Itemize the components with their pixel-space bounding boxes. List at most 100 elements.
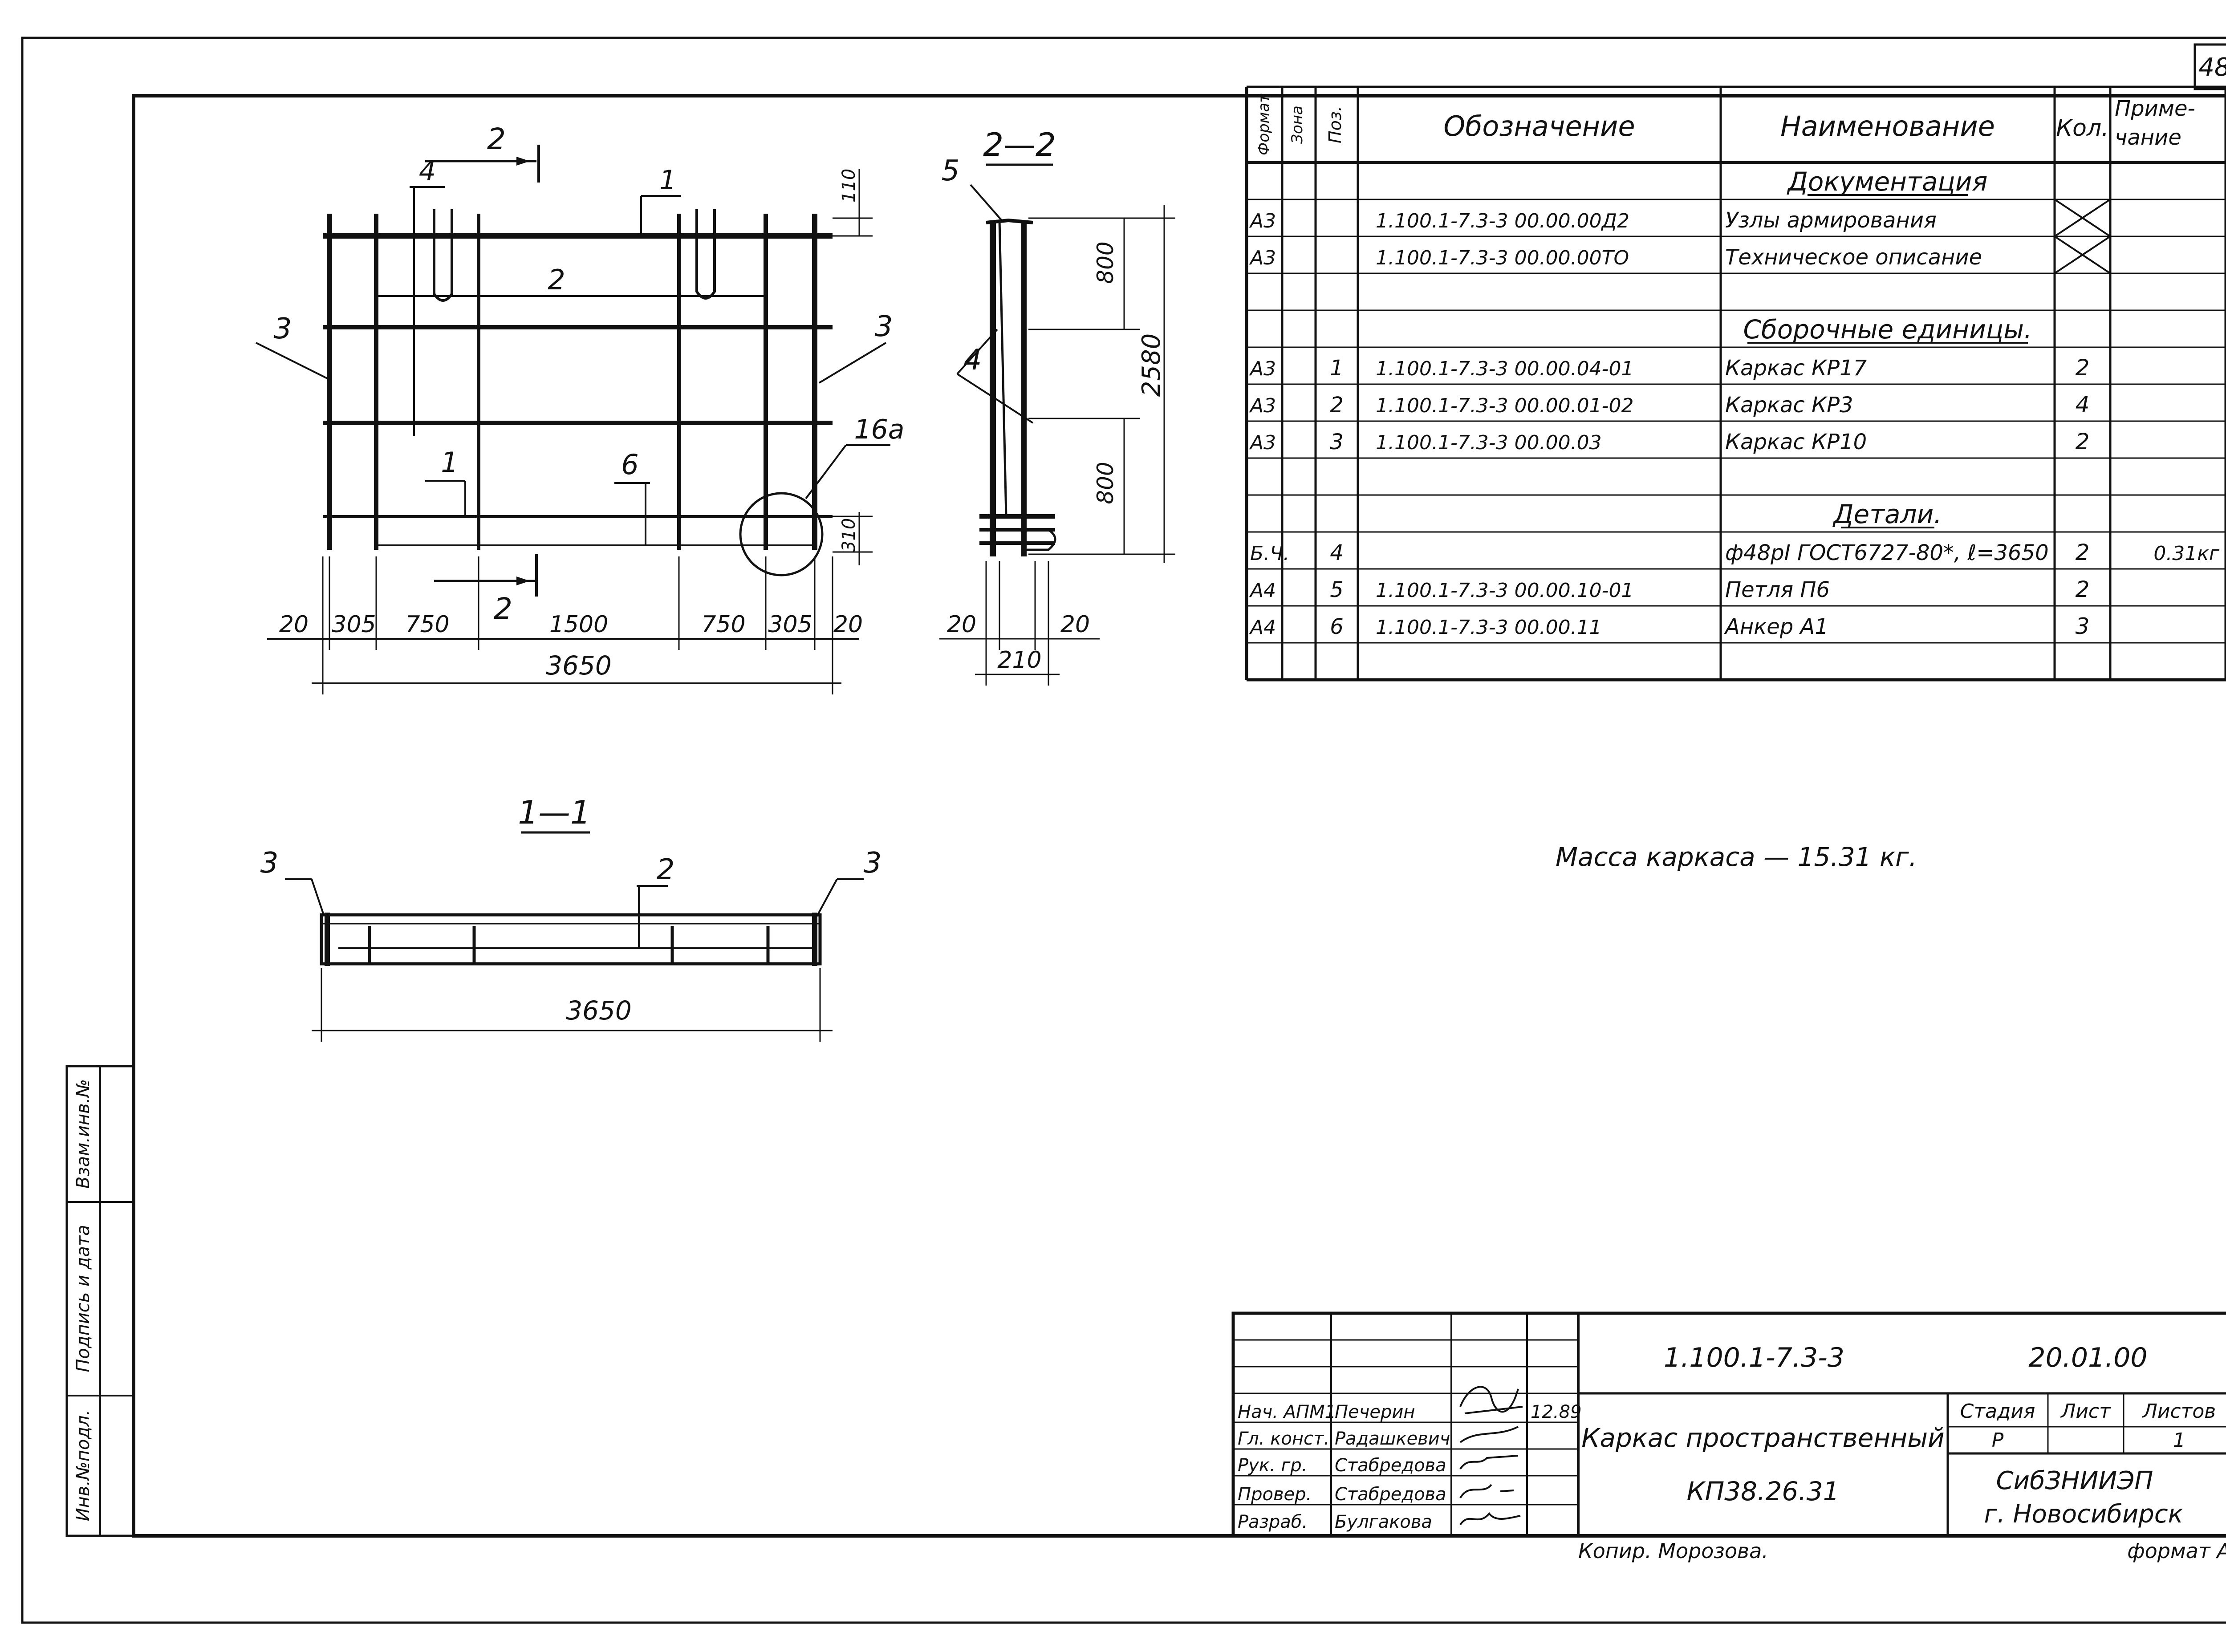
tb-title: Каркас пространственный (1581, 1423, 1944, 1453)
spec-cell-pos: 5 (1330, 577, 1344, 602)
spec-cell-designation: 1.100.1-7.3-3 00.00.11 (1376, 616, 1602, 639)
spec-cell-designation: 1.100.1-7.3-3 00.00.00Д2 (1376, 210, 1629, 232)
section-11-pos3-right: 3 (864, 847, 882, 880)
tb-sheet-label: Лист (2060, 1400, 2111, 1423)
section-22-dim-right: 20 (1060, 611, 1090, 638)
sheet-number-box: 48 (2194, 43, 2226, 90)
spec-cell-name: Каркас КР3 (1725, 393, 1853, 418)
tb-doc-code: 1.100.1-7.3-3 (1664, 1342, 1844, 1373)
plan-label-pos2: 2 (548, 264, 565, 296)
tb-role-1: Нач. АПМ1 (1238, 1402, 1336, 1422)
spec-cell-name: Каркас КР10 (1725, 430, 1867, 455)
spec-cell-pos: 6 (1330, 614, 1344, 639)
section-22-title: 2—2 (983, 126, 1056, 163)
spec-header-designation: Обозначение (1443, 110, 1635, 142)
plan-dim-right-bottom: 310 (839, 518, 859, 552)
spec-cell-format: А3 (1249, 210, 1276, 232)
tb-sheets-label: Листов (2142, 1400, 2216, 1423)
section-22-dim-height: 2580 (1137, 333, 1166, 397)
spec-header-name: Наименование (1780, 110, 1995, 142)
tb-name-1: Печерин (1335, 1402, 1415, 1422)
plan-dim-4: 1500 (549, 611, 608, 638)
section-mark-bottom: 2 (494, 592, 512, 626)
plan-label-pos4: 4 (419, 156, 436, 187)
tb-stage-label: Стадия (1960, 1400, 2035, 1423)
tb-role-5: Разраб. (1238, 1512, 1308, 1532)
section-22-dim-lower: 800 (1093, 462, 1118, 504)
tb-name-2: Радашкевич (1335, 1429, 1450, 1449)
tb-stage: Р (1992, 1429, 2004, 1452)
plan-dim-5: 750 (701, 611, 745, 638)
spec-table-grid (1245, 85, 2226, 682)
spec-cell-format: А4 (1249, 579, 1276, 602)
tb-role-3: Рук. гр. (1238, 1455, 1308, 1476)
spec-cell-name: Анкер А1 (1724, 614, 1828, 639)
spec-cell-qty: 2 (2076, 576, 2090, 602)
plan-dim-right-top: 110 (839, 169, 859, 203)
sheet-number: 48 (2198, 53, 2226, 82)
spec-cross-line (2054, 235, 2111, 274)
section-22-dim-left: 20 (947, 611, 976, 638)
tb-org: СибЗНИИЭП (1996, 1466, 2153, 1495)
plan-label-pos1-bottom: 1 (441, 446, 458, 479)
tb-doc-date: 20.01.00 (2028, 1342, 2147, 1373)
spec-cell-name: Узлы армирования (1725, 208, 1937, 233)
sheet-format: формат А3 (2127, 1539, 2226, 1563)
tb-date-signed: 12.89 (1531, 1402, 1582, 1422)
spec-cell-name: Детали. (1832, 499, 1942, 529)
spec-header-format: Формат (1255, 93, 1273, 155)
spec-header-note-1: Приме- (2115, 96, 2195, 121)
plan-detail-label: 16а (854, 414, 904, 445)
spec-cell-pos: 2 (1330, 393, 1344, 418)
spec-cell-format: Б.Ч. (1250, 542, 1289, 565)
spec-cell-pos: 1 (1330, 356, 1344, 381)
spec-cell-format: А3 (1249, 394, 1276, 417)
spec-header-pos: Поз. (1325, 106, 1345, 143)
tb-sheets-total: 1 (2173, 1429, 2185, 1452)
side-stamp: Инв.№подл. Подпись и дата Взам.инв.№ (65, 1065, 135, 1537)
spec-cross-line (2054, 199, 2111, 237)
spec-cell-name: Петля П6 (1725, 577, 1830, 602)
plan-dim-7: 20 (833, 611, 863, 638)
plan-label-pos3-left: 3 (274, 313, 292, 345)
spec-header-note-2: чание (2115, 125, 2181, 150)
spec-cell-pos: 3 (1330, 430, 1344, 455)
section-22-pos4: 4 (964, 344, 982, 377)
section-mark-top: 2 (487, 122, 506, 156)
plan-view: 2 2 4 1 2 3 3 1 6 16а (256, 122, 905, 694)
section-2-2-view: 2—2 5 4 800 800 2580 20 20 2 (939, 126, 1175, 686)
spec-cell-designation: 1.100.1-7.3-3 00.00.01-02 (1376, 394, 1633, 417)
plan-dim-6: 305 (768, 611, 812, 638)
spec-cell-name: Документация (1787, 166, 1988, 197)
section-11-dim-total: 3650 (566, 995, 632, 1026)
tb-city: г. Новосибирск (1984, 1500, 2183, 1529)
spec-cell-qty: 2 (2076, 429, 2090, 455)
spec-cell-qty: 4 (2076, 392, 2090, 418)
plan-label-pos1-top: 1 (659, 165, 676, 196)
spec-cell-qty: 2 (2076, 540, 2090, 565)
section-22-pos5: 5 (942, 154, 960, 187)
spec-cell-name: ф48рI ГОСТ6727-80*, ℓ=3650 (1725, 540, 2049, 565)
signatures (1459, 1386, 1523, 1526)
spec-cell-name: Техническое описание (1725, 245, 1982, 270)
spec-cell-qty: 3 (2076, 613, 2090, 639)
tb-role-4: Провер. (1238, 1484, 1312, 1505)
stamp-replacement: Взам.инв.№ (73, 1079, 93, 1189)
section-11-pos3-left: 3 (260, 847, 279, 880)
spec-cell-pos: 4 (1330, 540, 1344, 565)
mass-note: Масса каркаса — 15.31 кг. (1556, 842, 1917, 872)
spec-cell-designation: 1.100.1-7.3-3 00.00.03 (1376, 431, 1602, 454)
section-22-dim-width: 210 (997, 647, 1041, 674)
spec-header-zone: Зона (1288, 106, 1306, 144)
plan-dim-2: 305 (332, 611, 376, 638)
plan-label-pos6: 6 (621, 448, 638, 481)
paper-border (21, 37, 2226, 1624)
tb-role-2: Гл. конст. (1238, 1429, 1329, 1449)
spec-cell-name: Сборочные единицы. (1743, 314, 2032, 345)
stamp-inv-no: Инв.№подл. (73, 1410, 93, 1522)
spec-cell-designation: 1.100.1-7.3-3 00.00.10-01 (1376, 579, 1633, 602)
spec-cell-format: А4 (1249, 616, 1276, 639)
